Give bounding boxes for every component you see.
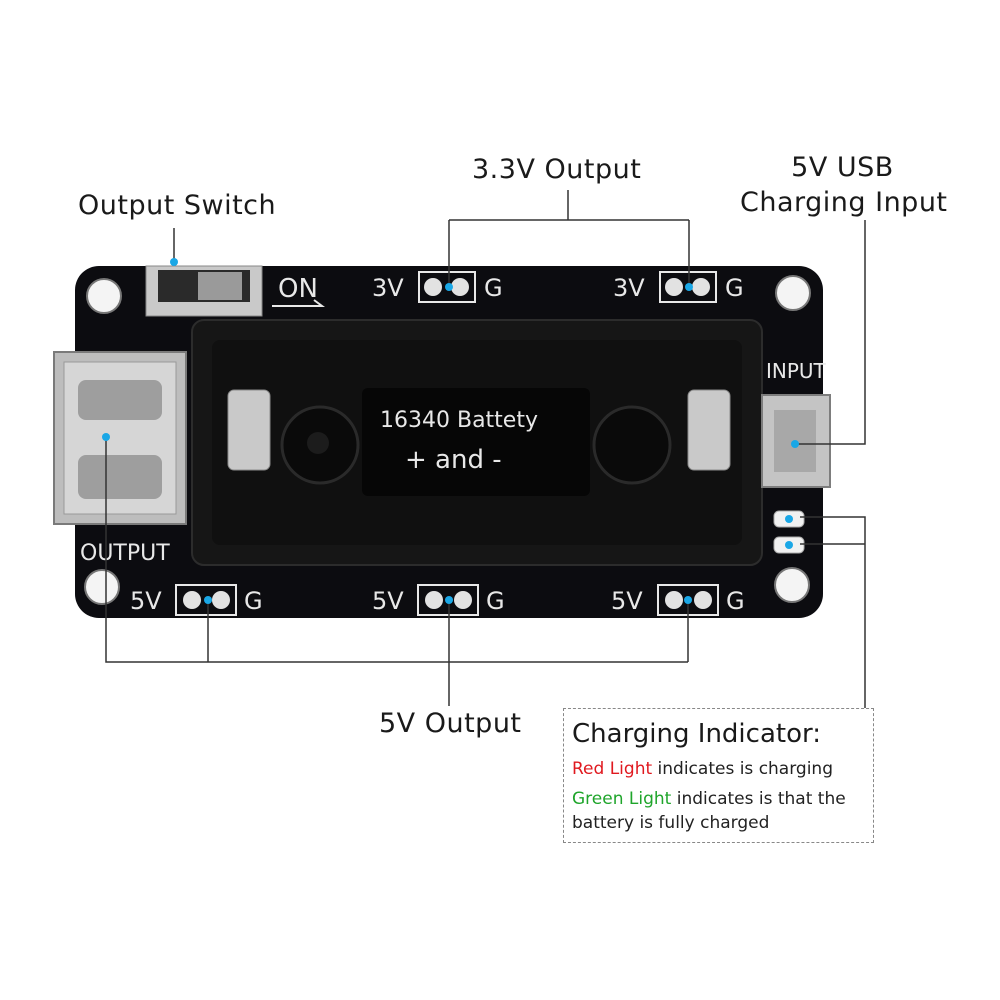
header-box — [418, 271, 476, 303]
callout-usb-input: 5V USB Charging Input — [740, 152, 948, 218]
pin-pad — [425, 591, 443, 609]
marker-dot — [685, 283, 693, 291]
mounting-hole — [84, 569, 120, 605]
pin-5v-label: 5V — [130, 587, 162, 615]
markers — [102, 258, 799, 604]
pin-pad — [451, 278, 469, 296]
pin-g-label: G — [725, 274, 744, 302]
input-label: INPUT — [766, 359, 827, 383]
red-light-text: indicates is charging — [652, 759, 833, 779]
pin-g-label: G — [486, 587, 505, 615]
on-arrow — [272, 299, 325, 307]
header-box — [175, 584, 237, 616]
leader-3v3-output — [448, 190, 690, 287]
leader-charging-indicator — [800, 516, 866, 708]
marker-dot — [791, 440, 799, 448]
callout-usb-input-line2: Charging Input — [740, 187, 948, 218]
pin-3v-label: 3V — [372, 274, 404, 302]
output-switch[interactable] — [145, 265, 263, 317]
pin-g-label: G — [484, 274, 503, 302]
leader-5v-output — [105, 437, 689, 706]
pin-pad — [454, 591, 472, 609]
on-label: ON — [278, 274, 318, 304]
pin-g-label: G — [244, 587, 263, 615]
pin-pad — [183, 591, 201, 609]
pin-3v-label: 3V — [613, 274, 645, 302]
output-label: OUTPUT — [80, 541, 170, 566]
battery-holder — [191, 319, 763, 566]
header-box — [417, 584, 479, 616]
pin-pad — [665, 278, 683, 296]
callout-5v-output: 5V Output — [379, 708, 522, 739]
leader-usb-input — [795, 220, 866, 445]
mounting-hole — [86, 278, 122, 314]
usb-a-output-port[interactable] — [53, 351, 187, 525]
pin-5v-label: 5V — [372, 587, 404, 615]
leader-lines — [105, 190, 866, 708]
legend-red-line: Red Light indicates is charging — [572, 757, 865, 781]
marker-dot — [785, 515, 793, 523]
pin-5v-label: 5V — [611, 587, 643, 615]
marker-dot — [684, 596, 692, 604]
header-box — [659, 271, 717, 303]
pin-pad — [212, 591, 230, 609]
mounting-hole — [774, 567, 810, 603]
pin-pad — [694, 591, 712, 609]
charging-indicator-title: Charging Indicator: — [572, 719, 821, 749]
callout-output-switch: Output Switch — [78, 190, 277, 221]
mounting-hole — [775, 275, 811, 311]
marker-dot — [102, 433, 110, 441]
pin-pad — [665, 591, 683, 609]
pin-pad — [424, 278, 442, 296]
battery-label-line2: + and - — [405, 445, 502, 475]
marker-dot — [445, 596, 453, 604]
legend-green-line: Green Light indicates is that the batter… — [572, 787, 865, 835]
marker-dot — [445, 283, 453, 291]
green-light-label: Green Light — [572, 789, 672, 809]
marker-dot — [785, 541, 793, 549]
callout-usb-input-line1: 5V USB — [791, 152, 894, 183]
marker-dot — [170, 258, 178, 266]
pin-g-label: G — [726, 587, 745, 615]
pin-pad — [692, 278, 710, 296]
battery-label-line1: 16340 Battety — [380, 408, 538, 433]
red-light-label: Red Light — [572, 759, 653, 779]
marker-dot — [204, 596, 212, 604]
green-light-text: indicates is that the battery is fully c… — [572, 789, 846, 833]
callout-3v3-output: 3.3V Output — [472, 154, 642, 185]
charging-indicator-box: Charging Indicator: Red Light indicates … — [563, 708, 874, 843]
mounting-holes — [84, 275, 811, 605]
